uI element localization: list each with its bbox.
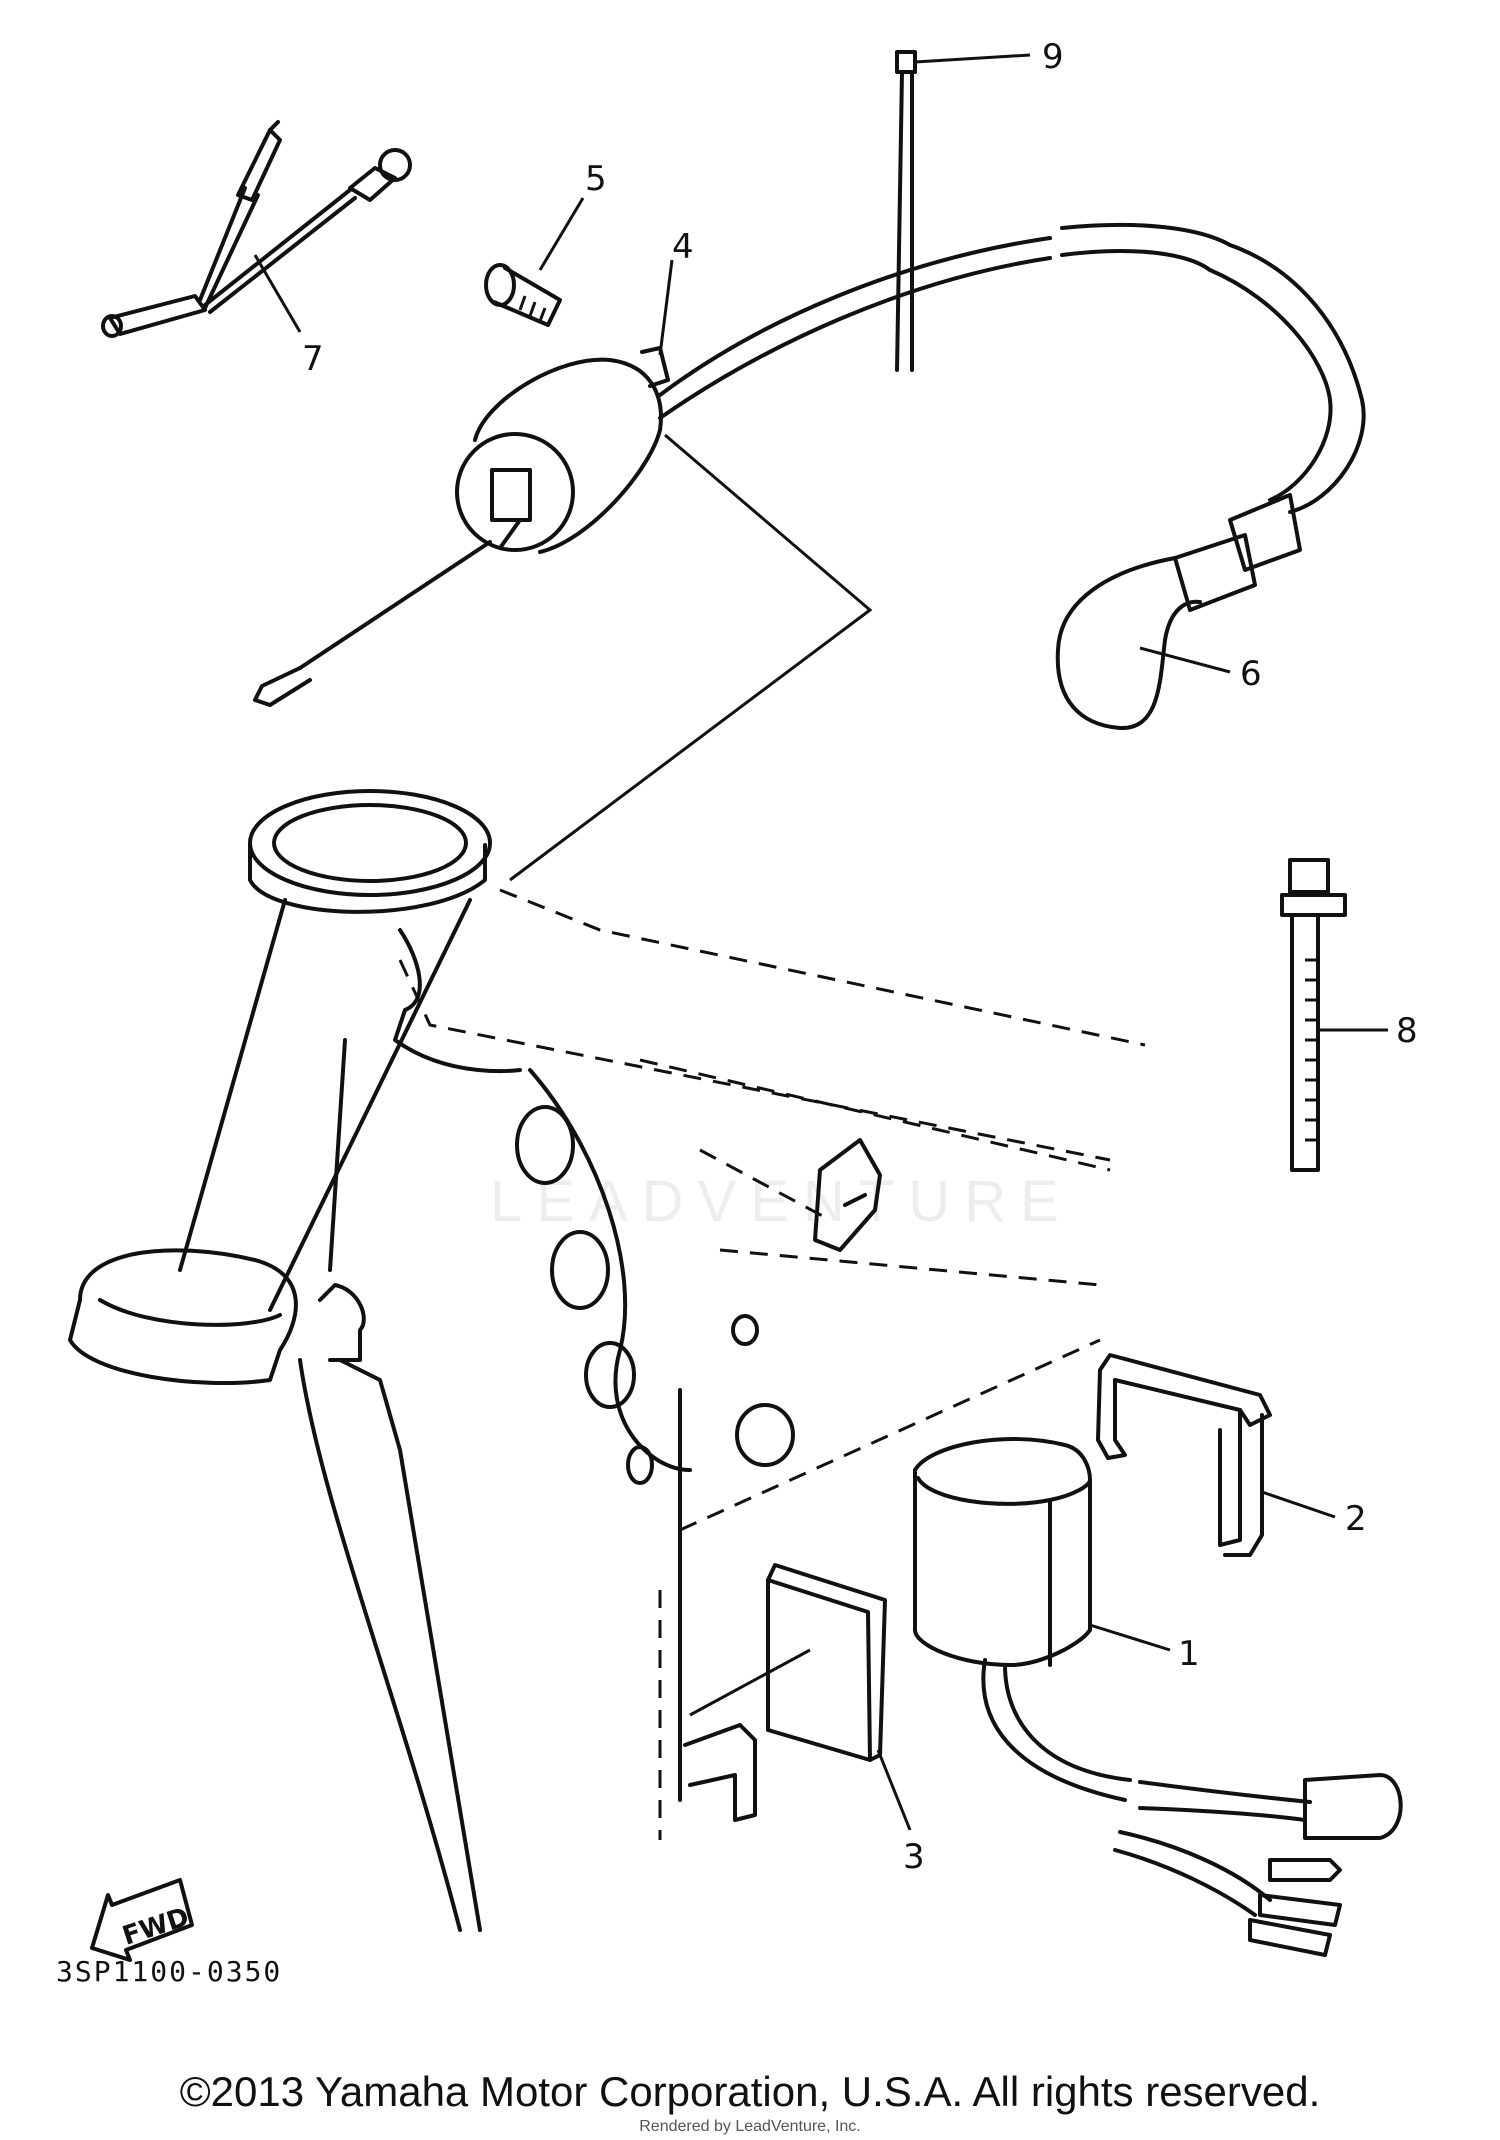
part-9-cable-tie — [895, 50, 917, 372]
fwd-arrow-icon: FWD — [90, 1878, 194, 1962]
part-2-bracket — [1096, 1353, 1272, 1557]
part-8-band — [1280, 858, 1347, 1172]
callout-2: 2 — [1345, 1499, 1367, 1539]
drawing-code: 3SP1100-0350 — [56, 1955, 283, 1988]
callout-5: 5 — [585, 159, 607, 199]
callout-6: 6 — [1240, 654, 1262, 694]
part-1-cdi-unit — [913, 1437, 1403, 1957]
leadventure-watermark: LEADVENTURE — [490, 1169, 1073, 1234]
callouts: 9 5 4 7 6 8 2 1 3 — [253, 37, 1418, 1877]
callout-8: 8 — [1396, 1011, 1418, 1051]
part-5-screw — [484, 263, 562, 327]
part-6-spark-plug-cap — [658, 222, 1366, 731]
part-4-ignition-coil — [253, 346, 670, 707]
callout-4: 4 — [672, 227, 694, 267]
frame — [68, 433, 1146, 1932]
rendered-by-text: Rendered by LeadVenture, Inc. — [639, 2118, 861, 2135]
fwd-label: FWD — [119, 1902, 193, 1952]
part-7-lead-wire — [101, 120, 412, 338]
callout-7: 7 — [302, 339, 324, 379]
copyright-text: ©2013 Yamaha Motor Corporation, U.S.A. A… — [179, 2068, 1321, 2115]
callout-3: 3 — [903, 1837, 925, 1877]
callout-9: 9 — [1042, 37, 1064, 77]
callout-1: 1 — [1178, 1634, 1200, 1674]
